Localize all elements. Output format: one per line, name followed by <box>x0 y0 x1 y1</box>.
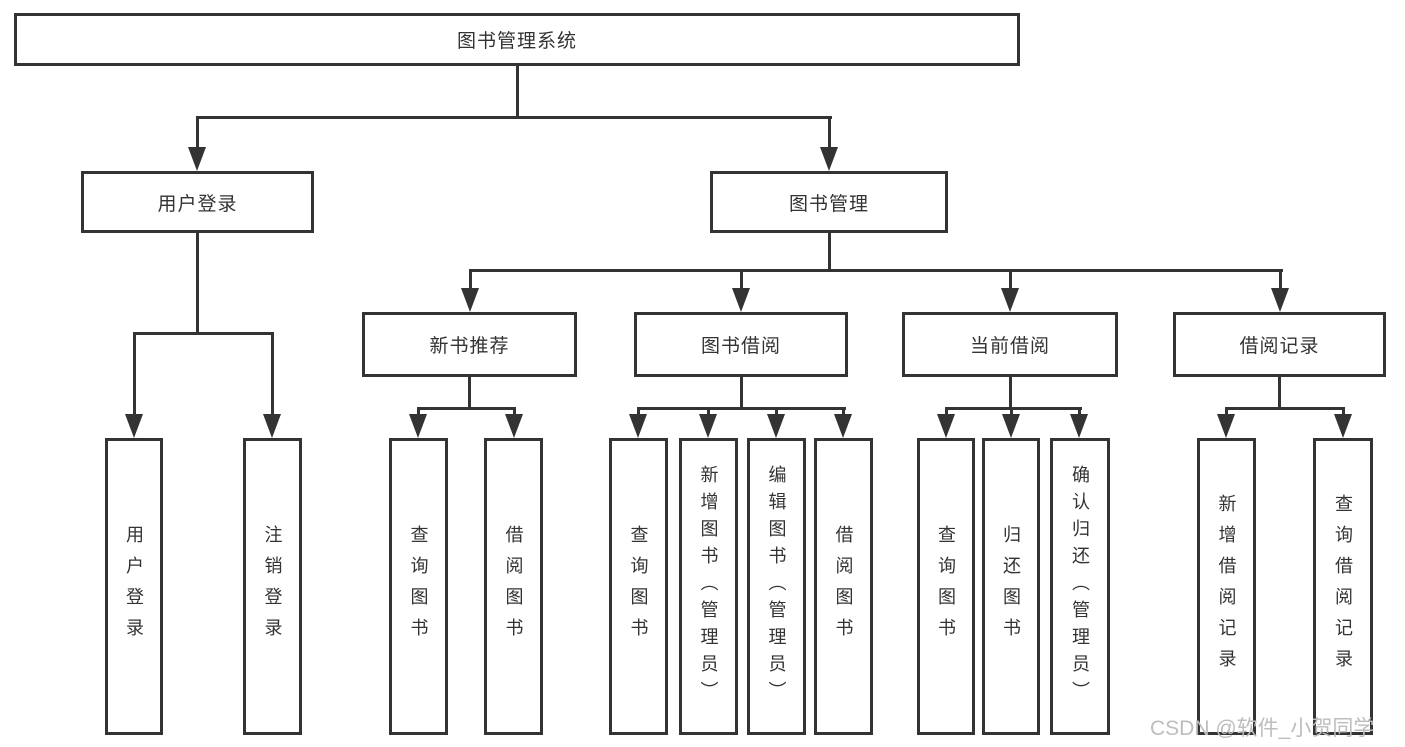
connector-line <box>1009 377 1012 410</box>
connector-line <box>1278 377 1281 410</box>
connector-line <box>417 407 420 418</box>
connector-line <box>1279 269 1282 292</box>
node-label: 用户登录 <box>157 193 238 215</box>
connector-line <box>468 377 471 410</box>
leaf-label: 注销登录 <box>262 524 283 649</box>
connector-line <box>133 332 274 335</box>
leaf-label: 确认归还（管理员） <box>1070 465 1090 708</box>
node-label: 借阅记录 <box>1239 336 1320 357</box>
leaf-query-books-borrow: 查询图书 <box>609 438 668 735</box>
leaf-borrow-books-recommend: 借阅图书 <box>484 438 543 735</box>
connector-line <box>945 407 948 418</box>
connector-line <box>775 407 778 418</box>
arrow-down-icon <box>1334 414 1352 438</box>
leaf-label: 借阅图书 <box>833 524 854 649</box>
connector-line <box>196 233 199 335</box>
node-current-borrow: 当前借阅 <box>902 312 1118 377</box>
node-label: 新书推荐 <box>429 336 510 357</box>
connector-line <box>707 407 710 418</box>
leaf-label: 查询图书 <box>408 524 429 649</box>
connector-line <box>842 407 845 418</box>
node-label: 图书管理 <box>788 193 869 215</box>
connector-line <box>828 233 831 272</box>
connector-line <box>1078 407 1081 418</box>
leaf-logout: 注销登录 <box>243 438 302 735</box>
connector-line <box>469 269 472 292</box>
connector-line <box>637 407 640 418</box>
arrow-down-icon <box>820 147 838 171</box>
node-new-book-recommend: 新书推荐 <box>362 312 577 377</box>
arrow-down-icon <box>1271 288 1289 312</box>
arrow-down-icon <box>937 414 955 438</box>
connector-line <box>1225 407 1345 410</box>
arrow-down-icon <box>732 288 750 312</box>
connector-line <box>740 377 743 410</box>
leaf-edit-books-admin: 编辑图书（管理员） <box>747 438 806 735</box>
arrow-down-icon <box>767 414 785 438</box>
leaf-label: 用户登录 <box>124 524 144 649</box>
arrow-down-icon <box>1001 288 1019 312</box>
connector-line <box>1010 407 1013 418</box>
connector-line <box>637 407 846 410</box>
connector-line <box>417 407 516 410</box>
arrow-down-icon <box>505 414 523 438</box>
leaf-label: 编辑图书（管理员） <box>766 465 787 708</box>
leaf-label: 查询借阅记录 <box>1333 493 1353 680</box>
connector-line <box>196 116 832 119</box>
arrow-down-icon <box>1002 414 1020 438</box>
connector-line <box>945 407 1082 410</box>
leaf-query-borrow-record: 查询借阅记录 <box>1313 438 1373 735</box>
connector-line <box>513 407 516 418</box>
arrow-down-icon <box>263 414 281 438</box>
connector-line <box>469 269 1283 272</box>
node-label: 图书管理系统 <box>456 31 577 52</box>
leaf-return-books: 归还图书 <box>982 438 1040 735</box>
leaf-label: 新增借阅记录 <box>1216 493 1237 680</box>
arrow-down-icon <box>629 414 647 438</box>
arrow-down-icon <box>188 147 206 171</box>
arrow-down-icon <box>834 414 852 438</box>
node-user-login: 用户登录 <box>81 171 314 233</box>
leaf-label: 归还图书 <box>1001 524 1021 649</box>
arrow-down-icon <box>409 414 427 438</box>
leaf-add-books-admin: 新增图书（管理员） <box>679 438 738 735</box>
leaf-label: 查询图书 <box>628 524 649 649</box>
watermark: CSDN @软件_小贺同学 <box>1150 717 1375 740</box>
arrow-down-icon <box>699 414 717 438</box>
leaf-user-login: 用户登录 <box>105 438 163 735</box>
connector-line <box>740 269 743 292</box>
arrow-down-icon <box>1217 414 1235 438</box>
node-label: 当前借阅 <box>969 336 1050 357</box>
leaf-query-books-current: 查询图书 <box>917 438 975 735</box>
leaf-label: 新增图书（管理员） <box>698 465 719 708</box>
connector-line <box>196 116 199 152</box>
node-book-management: 图书管理 <box>710 171 948 233</box>
node-root: 图书管理系统 <box>14 13 1020 66</box>
connector-line <box>516 66 519 119</box>
leaf-add-borrow-record: 新增借阅记录 <box>1197 438 1256 735</box>
node-label: 图书借阅 <box>700 336 781 357</box>
connector-line <box>271 332 274 418</box>
connector-line <box>1009 269 1012 292</box>
leaf-label: 借阅图书 <box>503 524 524 649</box>
connector-line <box>1342 407 1345 418</box>
leaf-confirm-return-admin: 确认归还（管理员） <box>1050 438 1110 735</box>
leaf-query-books-recommend: 查询图书 <box>389 438 448 735</box>
node-borrow-records: 借阅记录 <box>1173 312 1386 377</box>
node-book-borrow: 图书借阅 <box>634 312 848 377</box>
leaf-label: 查询图书 <box>936 524 956 649</box>
arrow-down-icon <box>461 288 479 312</box>
arrow-down-icon <box>125 414 143 438</box>
leaf-borrow-books: 借阅图书 <box>814 438 873 735</box>
arrow-down-icon <box>1070 414 1088 438</box>
connector-line <box>133 332 136 418</box>
connector-line <box>828 116 831 152</box>
connector-line <box>1225 407 1228 418</box>
